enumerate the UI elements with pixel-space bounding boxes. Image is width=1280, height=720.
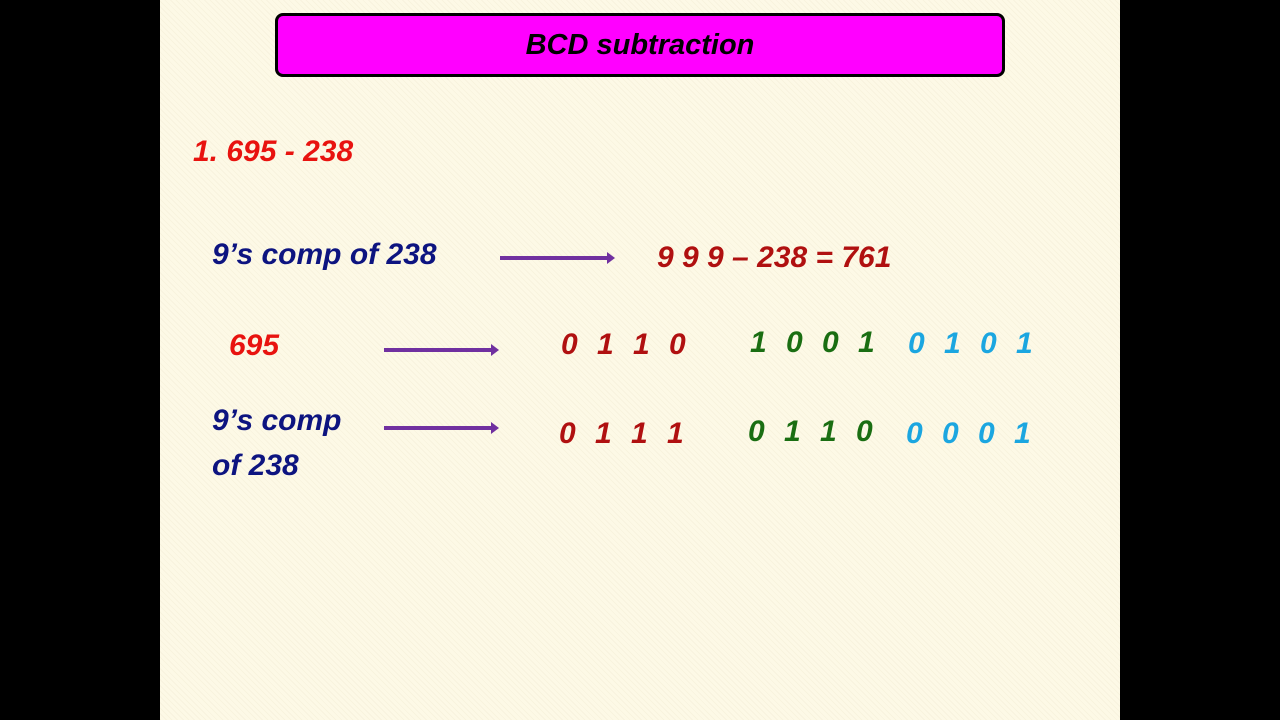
right-arrow-icon: [384, 344, 499, 356]
bit: 1: [595, 417, 612, 450]
bit: 1: [667, 417, 684, 450]
right-arrow-icon: [384, 422, 499, 434]
bit: 0: [822, 326, 839, 359]
slide: BCD subtraction 1. 695 - 238 9’s comp of…: [160, 0, 1120, 720]
bit: 0: [561, 328, 578, 361]
bit: 0: [559, 417, 576, 450]
bit: 0: [908, 327, 925, 360]
bit: 0: [856, 415, 873, 448]
row3-nibble-3: 0 0 0 1: [906, 419, 1050, 449]
bit: 0: [942, 417, 959, 450]
problem-statement: 1. 695 - 238: [193, 135, 354, 168]
bit: 1: [1016, 327, 1033, 360]
bit: 1: [858, 326, 875, 359]
bit: 1: [820, 415, 837, 448]
row3-nibble-1: 0 1 1 1: [559, 419, 703, 449]
bit: 1: [633, 328, 650, 361]
row3-label-line2: of 238: [212, 449, 299, 482]
row1-result: 9 9 9 – 238 = 761: [657, 241, 892, 274]
bit: 1: [631, 417, 648, 450]
bit: 1: [597, 328, 614, 361]
bit: 1: [750, 326, 767, 359]
row2-nibble-2: 1 0 0 1: [750, 328, 894, 358]
bit: 1: [784, 415, 801, 448]
bit: 0: [786, 326, 803, 359]
right-arrow-icon: [500, 252, 615, 264]
bit: 1: [1014, 417, 1031, 450]
bit: 0: [980, 327, 997, 360]
row3-label-line1: 9’s comp: [212, 404, 342, 437]
title-banner: BCD subtraction: [275, 13, 1005, 77]
row2-nibble-3: 0 1 0 1: [908, 329, 1052, 359]
row3-nibble-2: 0 1 1 0: [748, 417, 892, 447]
row2-label: 695: [229, 329, 280, 362]
slide-title: BCD subtraction: [525, 28, 755, 61]
bit: 0: [978, 417, 995, 450]
row1-label: 9’s comp of 238: [212, 238, 437, 271]
bit: 0: [906, 417, 923, 450]
bit: 0: [748, 415, 765, 448]
row2-nibble-1: 0 1 1 0: [561, 330, 705, 360]
bit: 0: [669, 328, 686, 361]
bit: 1: [944, 327, 961, 360]
